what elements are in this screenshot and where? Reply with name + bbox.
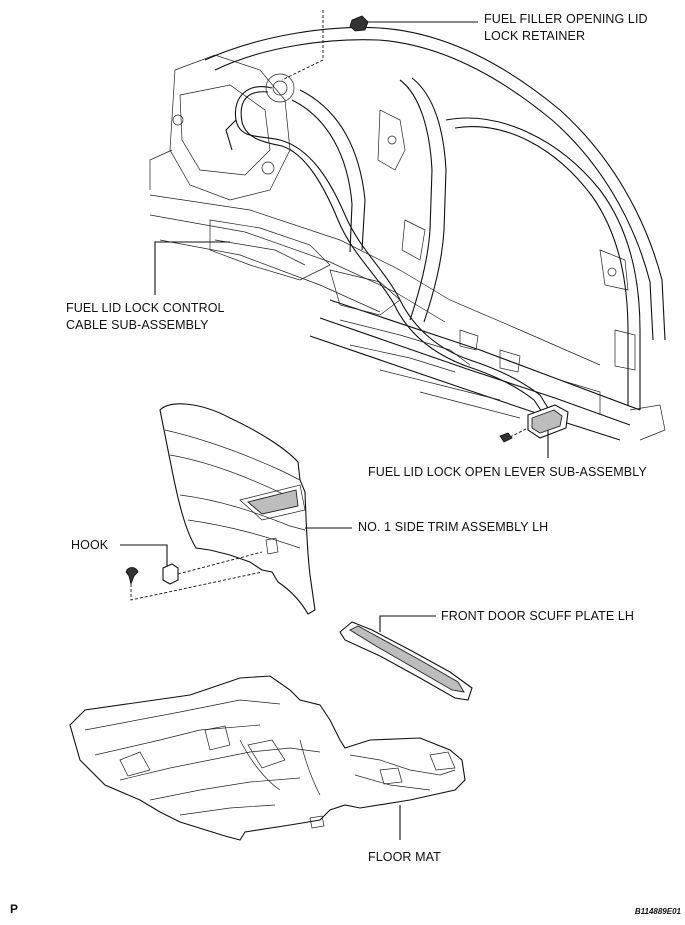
filler-lid-retainer-part [281,10,369,81]
drawing-id: B114889E01 [634,907,681,916]
label-floor-mat: FLOOR MAT [368,849,441,866]
label-floor-mat-text: FLOOR MAT [368,850,441,864]
label-filler-lid-retainer-line2: LOCK RETAINER [484,29,586,43]
floor-mat-part [69,675,466,841]
label-scuff-plate: FRONT DOOR SCUFF PLATE LH [441,608,634,625]
body-side-frame [149,26,666,441]
label-hook-text: HOOK [71,538,109,552]
label-filler-lid-retainer-line1: FUEL FILLER OPENING LID [484,12,648,26]
label-hook: HOOK [71,537,108,554]
leader-control-cable [154,241,230,295]
page-code: P [10,902,19,916]
label-open-lever-text: FUEL LID LOCK OPEN LEVER SUB-ASSEMBLY [368,465,647,479]
label-filler-lid-retainer: FUEL FILLER OPENING LID LOCK RETAINER [484,11,648,45]
label-control-cable-line1: FUEL LID LOCK CONTROL [66,301,225,315]
label-side-trim: NO. 1 SIDE TRIM ASSEMBLY LH [358,519,548,536]
hook-part [125,551,263,601]
label-open-lever: FUEL LID LOCK OPEN LEVER SUB-ASSEMBLY [368,464,647,481]
label-scuff-plate-text: FRONT DOOR SCUFF PLATE LH [441,609,635,623]
label-control-cable: FUEL LID LOCK CONTROL CABLE SUB-ASSEMBLY [66,300,225,334]
leader-scuff-plate [379,615,436,632]
control-cable [225,86,549,413]
label-side-trim-text: NO. 1 SIDE TRIM ASSEMBLY LH [358,520,549,534]
leader-lines [120,21,549,840]
scuff-plate-part [339,621,473,701]
label-control-cable-line2: CABLE SUB-ASSEMBLY [66,318,209,332]
open-lever-part [499,404,569,443]
leader-hook [120,544,168,566]
side-trim-part [159,403,316,615]
